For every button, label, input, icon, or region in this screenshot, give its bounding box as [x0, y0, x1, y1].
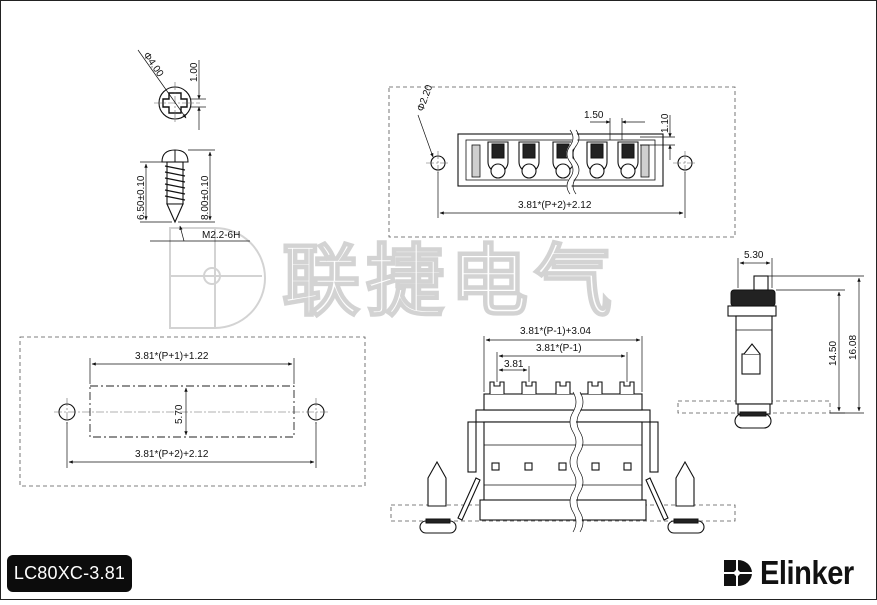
d-shaped-logo-icon	[724, 560, 754, 586]
top-view-pitch-detail-label: 1.50	[584, 110, 604, 121]
screw-drawing: Φ4.00 1.00 6.50±0.10 8.00±0.10	[136, 49, 250, 242]
front-view-pitch-label: 3.81	[504, 359, 524, 370]
top-view-clamp-cells	[487, 141, 639, 179]
top-view: Φ2.20 1.50 1.10	[388, 83, 736, 238]
side-view-total-height-label: 16.08	[848, 335, 859, 360]
cutout-height-label: 5.70	[174, 404, 185, 424]
screw-tip	[166, 203, 184, 224]
cutout-width-label: 3.81*(P+1)+1.22	[135, 351, 209, 362]
top-view-height-detail-label: 1.10	[660, 113, 671, 133]
cutout-rectangle	[89, 385, 295, 438]
watermark: 联捷电气	[169, 227, 618, 329]
watermark-company-name: 联捷电气	[282, 237, 618, 327]
model-badge: LC80XC-3.81	[7, 555, 132, 592]
panel-cutout-frame	[19, 336, 366, 487]
side-view-depth-label: 5.30	[744, 250, 764, 261]
top-view-overall-label: 3.81*(P+2)+2.12	[518, 200, 592, 211]
screw-thread-spec-label: M2.2-6H	[202, 230, 240, 241]
cross-slot-icon	[162, 92, 188, 114]
side-view: 5.30 14.50 16.08	[677, 250, 864, 429]
front-view-body-width-label: 3.81*(P-1)+3.04	[520, 326, 591, 337]
top-view-frame	[388, 86, 736, 238]
front-view-body	[483, 421, 643, 503]
screw-head-dia-label: Φ4.00	[141, 50, 166, 79]
clamp-cell	[586, 141, 608, 179]
side-view-height-label: 14.50	[828, 341, 839, 366]
left-peg	[427, 460, 447, 507]
cutout-hole-spacing-label: 3.81*(P+2)+2.12	[135, 449, 209, 460]
front-view: 3.81*(P-1)+3.04 3.81*(P-1) 3.81	[390, 326, 736, 534]
clamp-cell	[487, 141, 509, 179]
top-view-hole-dia-label: Φ2.20	[415, 83, 435, 113]
brand-name: Elinker	[760, 554, 854, 591]
brand-logo: Elinker	[722, 553, 867, 593]
front-view-pins	[489, 381, 635, 394]
front-view-pin-span-label: 3.81*(P-1)	[536, 343, 582, 354]
screw-slot-depth-label: 1.00	[189, 62, 200, 82]
watermark-logo-icon	[169, 227, 266, 329]
clamp-cell	[518, 141, 540, 179]
screw-total-length-label: 8.00±0.10	[200, 175, 211, 220]
screw-thread-length-label: 6.50±0.10	[136, 175, 147, 220]
right-peg	[675, 460, 695, 507]
panel-cutout-view: 3.81*(P+1)+1.22 5.70 3.81*(P+2)+2.12	[19, 336, 366, 487]
clamp-cell	[617, 141, 639, 179]
